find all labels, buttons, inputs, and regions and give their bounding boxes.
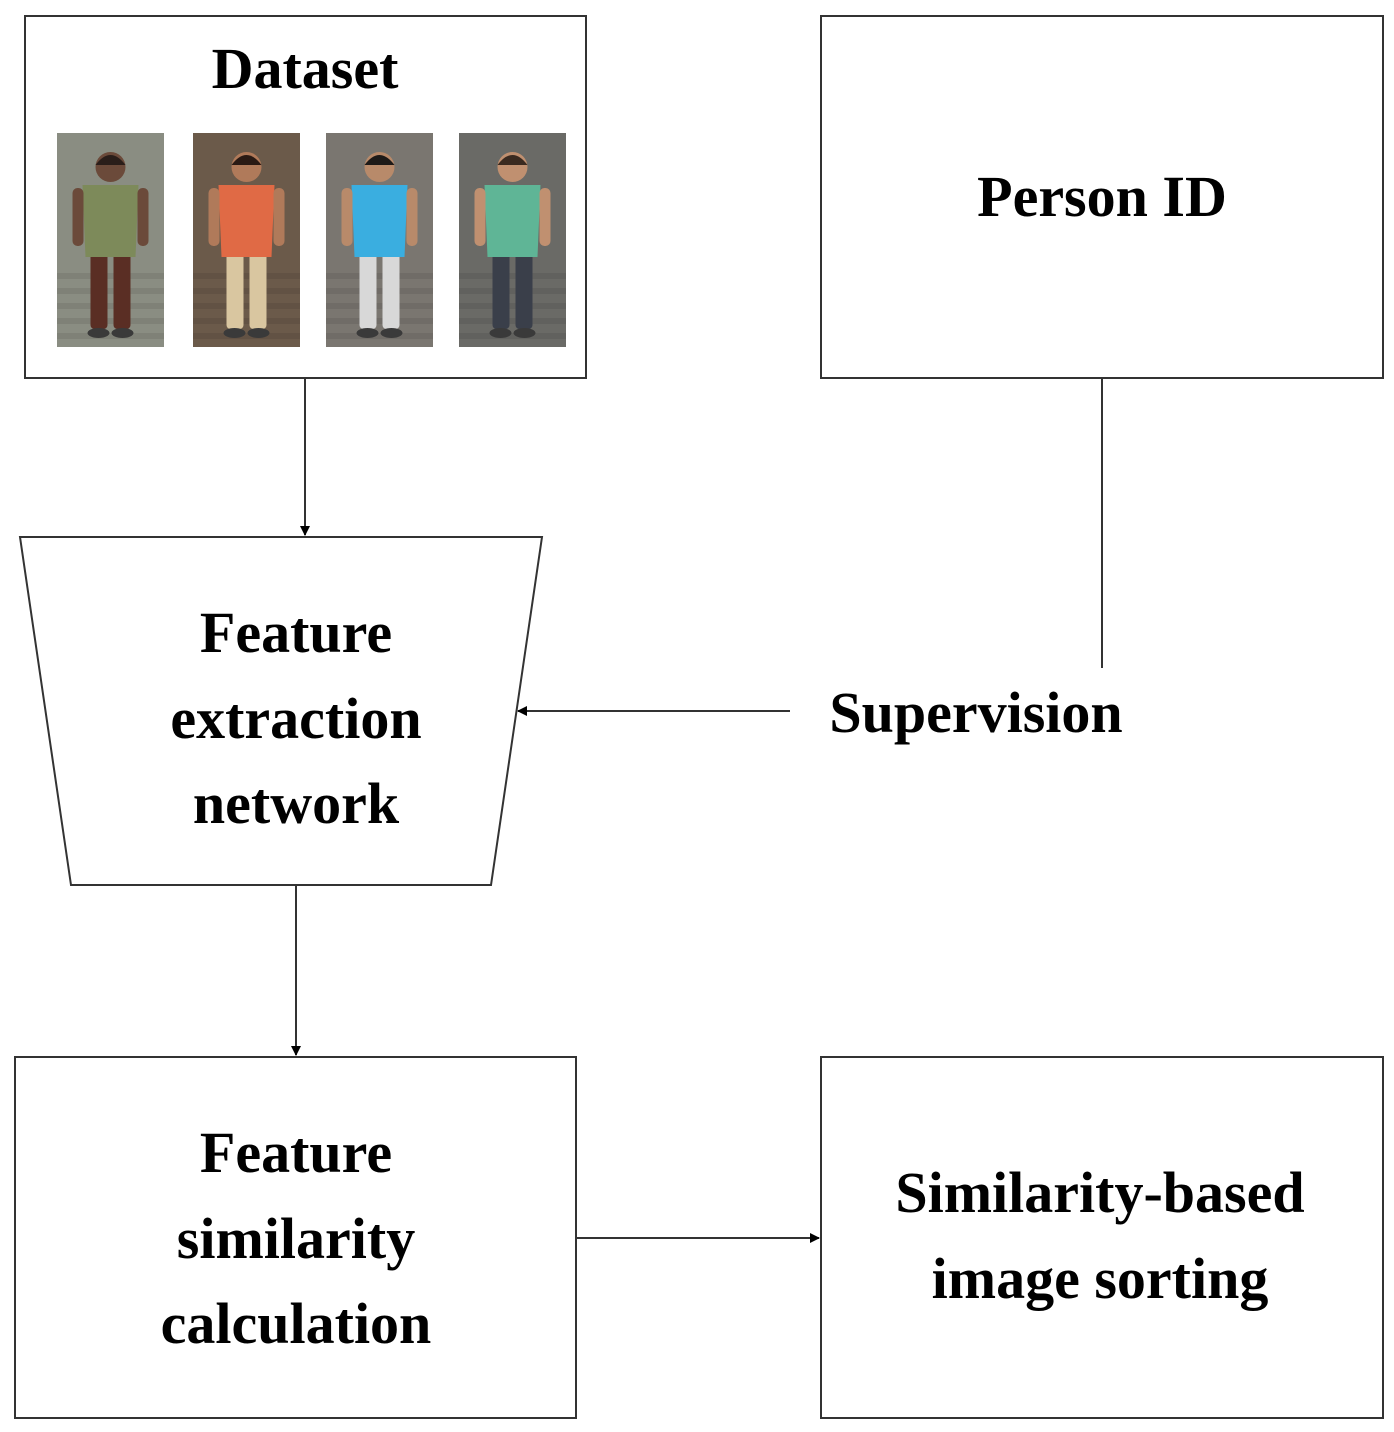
person-id-node: Person ID	[820, 15, 1384, 379]
pedestrian-2-image	[193, 133, 300, 347]
pedestrian-4-image	[459, 133, 566, 347]
pedestrian-1-image	[57, 133, 164, 347]
feature-extraction-node: Feature extraction network	[18, 536, 544, 886]
feature-similarity-node: Feature similarity calculation	[14, 1056, 577, 1419]
dataset-node: Dataset	[24, 15, 587, 379]
supervision-label: Supervision	[829, 680, 1122, 745]
feature-extraction-trapezoid	[18, 536, 544, 886]
person-id-box	[820, 15, 1384, 379]
feature-extraction-line-3: network	[193, 771, 400, 836]
image-sorting-line-2: image sorting	[932, 1246, 1269, 1311]
feature-similarity-line-2: similarity	[177, 1206, 415, 1271]
feature-similarity-line-3: calculation	[161, 1291, 432, 1356]
feature-extraction-line-1: Feature	[200, 600, 392, 665]
pedestrian-image-strip	[57, 133, 566, 347]
image-sorting-node: Similarity-based image sorting	[820, 1056, 1384, 1419]
feature-similarity-box	[14, 1056, 577, 1419]
dataset-title: Dataset	[212, 36, 400, 101]
image-sorting-line-1: Similarity-based	[895, 1160, 1304, 1225]
person-id-title: Person ID	[977, 164, 1227, 229]
pedestrian-3-image	[326, 133, 433, 347]
feature-similarity-line-1: Feature	[200, 1120, 392, 1185]
image-sorting-box	[820, 1056, 1384, 1419]
feature-extraction-line-2: extraction	[170, 686, 421, 751]
